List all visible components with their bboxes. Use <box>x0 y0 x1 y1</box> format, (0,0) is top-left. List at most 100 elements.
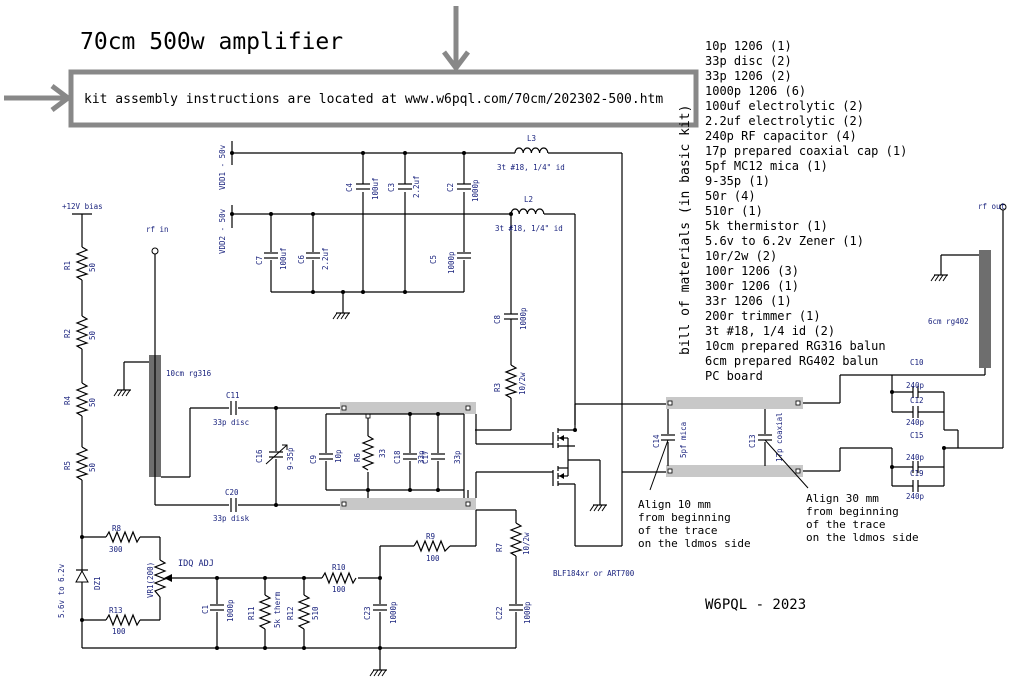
output-trace-top <box>666 397 803 409</box>
svg-text:C13: C13 <box>748 434 757 448</box>
bom-item: 33p 1206 (2) <box>705 69 792 83</box>
resistor-r3: R3 10/2w <box>493 364 527 399</box>
svg-text:9-35p: 9-35p <box>286 447 295 470</box>
note-line: from beginning <box>806 505 899 518</box>
svg-text:2.2uf: 2.2uf <box>321 247 330 270</box>
svg-text:VR1(200): VR1(200) <box>146 562 155 598</box>
cap-c12: C12 240p <box>906 396 925 427</box>
ground-icon <box>332 312 351 320</box>
svg-text:2.2uf: 2.2uf <box>412 175 421 198</box>
svg-text:C14: C14 <box>652 434 661 448</box>
bom-item: 3t #18, 1/4 id (2) <box>705 324 835 338</box>
svg-text:R5: R5 <box>63 461 72 470</box>
bom-item: 2.2uf electrolytic (2) <box>705 114 864 128</box>
bom-item: 6cm prepared RG402 balun <box>705 354 878 368</box>
input-balun: rf in 10cm rg316 <box>113 225 340 506</box>
svg-text:C22: C22 <box>495 606 504 620</box>
svg-text:C16: C16 <box>255 449 264 463</box>
zener-diode-dz1: DZ1 5.6v to 6.2v <box>57 563 102 618</box>
bom-item: 10r/2w (2) <box>705 249 777 263</box>
svg-text:100: 100 <box>332 585 346 594</box>
svg-text:240p: 240p <box>906 492 925 501</box>
output-network <box>803 210 1004 487</box>
svg-text:C19: C19 <box>910 469 924 478</box>
svg-text:C8: C8 <box>493 314 502 324</box>
arrow-right-icon <box>4 84 73 112</box>
svg-text:R12: R12 <box>286 606 295 620</box>
note-line: of the trace <box>638 524 717 537</box>
svg-text:R13: R13 <box>109 606 123 615</box>
bom-item: 17p prepared coaxial cap (1) <box>705 144 907 158</box>
bom-item: 10p 1206 (1) <box>705 39 792 53</box>
svg-text:33p disk: 33p disk <box>213 514 250 523</box>
svg-text:17p coaxial: 17p coaxial <box>775 412 784 462</box>
coax-out-label: 6cm rg402 <box>928 317 969 326</box>
resistor-r12: R12 510 <box>286 594 320 630</box>
cap-c4: C4 100uf <box>345 177 380 200</box>
svg-text:R1: R1 <box>63 261 72 270</box>
svg-text:L3: L3 <box>527 134 536 143</box>
svg-text:C9: C9 <box>309 455 318 464</box>
bom-item: 5.6v to 6.2v Zener (1) <box>705 234 864 248</box>
bom-item: 100uf electrolytic (2) <box>705 99 864 113</box>
bom-item: 100r 1206 (3) <box>705 264 799 278</box>
svg-text:33p: 33p <box>453 450 462 464</box>
inductor-l3: L3 3t #18, 1/4" id <box>497 134 565 172</box>
svg-text:1000p: 1000p <box>471 179 480 202</box>
cap-c18: C18 33p <box>393 450 426 464</box>
cap-c9: C9 10p <box>309 449 343 464</box>
power-rails <box>231 141 623 547</box>
svg-text:C17: C17 <box>421 450 430 464</box>
svg-text:C12: C12 <box>910 396 924 405</box>
svg-text:100uf: 100uf <box>279 247 288 270</box>
svg-text:33p disc: 33p disc <box>213 418 249 427</box>
cap-c7: C7 100uf <box>255 247 288 270</box>
svg-text:510: 510 <box>311 606 320 620</box>
svg-text:100: 100 <box>112 627 126 636</box>
bom-item: 1000p 1206 (6) <box>705 84 806 98</box>
cap-c8: C8 1000p <box>493 303 528 330</box>
bom-item: 5k thermistor (1) <box>705 219 828 233</box>
cap-c3: C3 2.2uf <box>387 175 421 198</box>
svg-text:C23: C23 <box>363 606 372 620</box>
cap-c23: C23 1000p <box>363 601 398 624</box>
bias-label: +12V bias <box>62 202 103 211</box>
svg-text:10/2w: 10/2w <box>518 372 527 395</box>
svg-text:R2: R2 <box>63 329 72 338</box>
svg-text:240p: 240p <box>906 418 925 427</box>
svg-text:C4: C4 <box>345 182 354 192</box>
cap-c2: C2 1000p <box>446 179 480 202</box>
svg-text:50: 50 <box>88 262 97 272</box>
note-line: Align 10 mm <box>638 498 711 511</box>
bom-item: 240p RF capacitor (4) <box>705 129 857 143</box>
note-line: on the ldmos side <box>638 537 751 550</box>
svg-text:C10: C10 <box>910 358 924 367</box>
instructions-box <box>68 69 699 128</box>
arrow-down-icon <box>442 6 470 73</box>
note-line: Align 30 mm <box>806 492 879 505</box>
svg-text:50: 50 <box>88 330 97 340</box>
svg-text:C2: C2 <box>446 183 455 192</box>
bom-list: 10p 1206 (1)33p disc (2)33p 1206 (2)1000… <box>705 39 907 383</box>
vdd1-label: VDD1 - 50v <box>218 144 227 190</box>
svg-text:1000p: 1000p <box>519 307 528 330</box>
cap-c10: C10 240p <box>906 358 925 398</box>
svg-text:C11: C11 <box>226 391 240 400</box>
svg-text:R11: R11 <box>247 606 256 620</box>
svg-text:R3: R3 <box>493 383 502 392</box>
coax-in-label: 10cm rg316 <box>166 369 212 378</box>
svg-text:100: 100 <box>426 554 440 563</box>
bom-item: 33r 1206 (1) <box>705 294 792 308</box>
svg-text:100uf: 100uf <box>371 177 380 200</box>
svg-text:C5: C5 <box>429 255 438 264</box>
output-balun: rf out 6cm rg402 <box>928 202 1007 368</box>
bom-item: 9-35p (1) <box>705 174 770 188</box>
ldmos-transistor: BLF184xr or ART700 <box>552 425 635 578</box>
resistor-r9: R9 100 <box>413 532 451 563</box>
variable-cap-c16: C16 9-35p <box>255 444 295 470</box>
svg-text:5pf mica: 5pf mica <box>679 422 688 458</box>
input-trace-top <box>340 402 476 414</box>
resistor-r7: R7 10/2w <box>495 522 531 557</box>
cap-c6: C6 2.2uf <box>297 247 330 270</box>
